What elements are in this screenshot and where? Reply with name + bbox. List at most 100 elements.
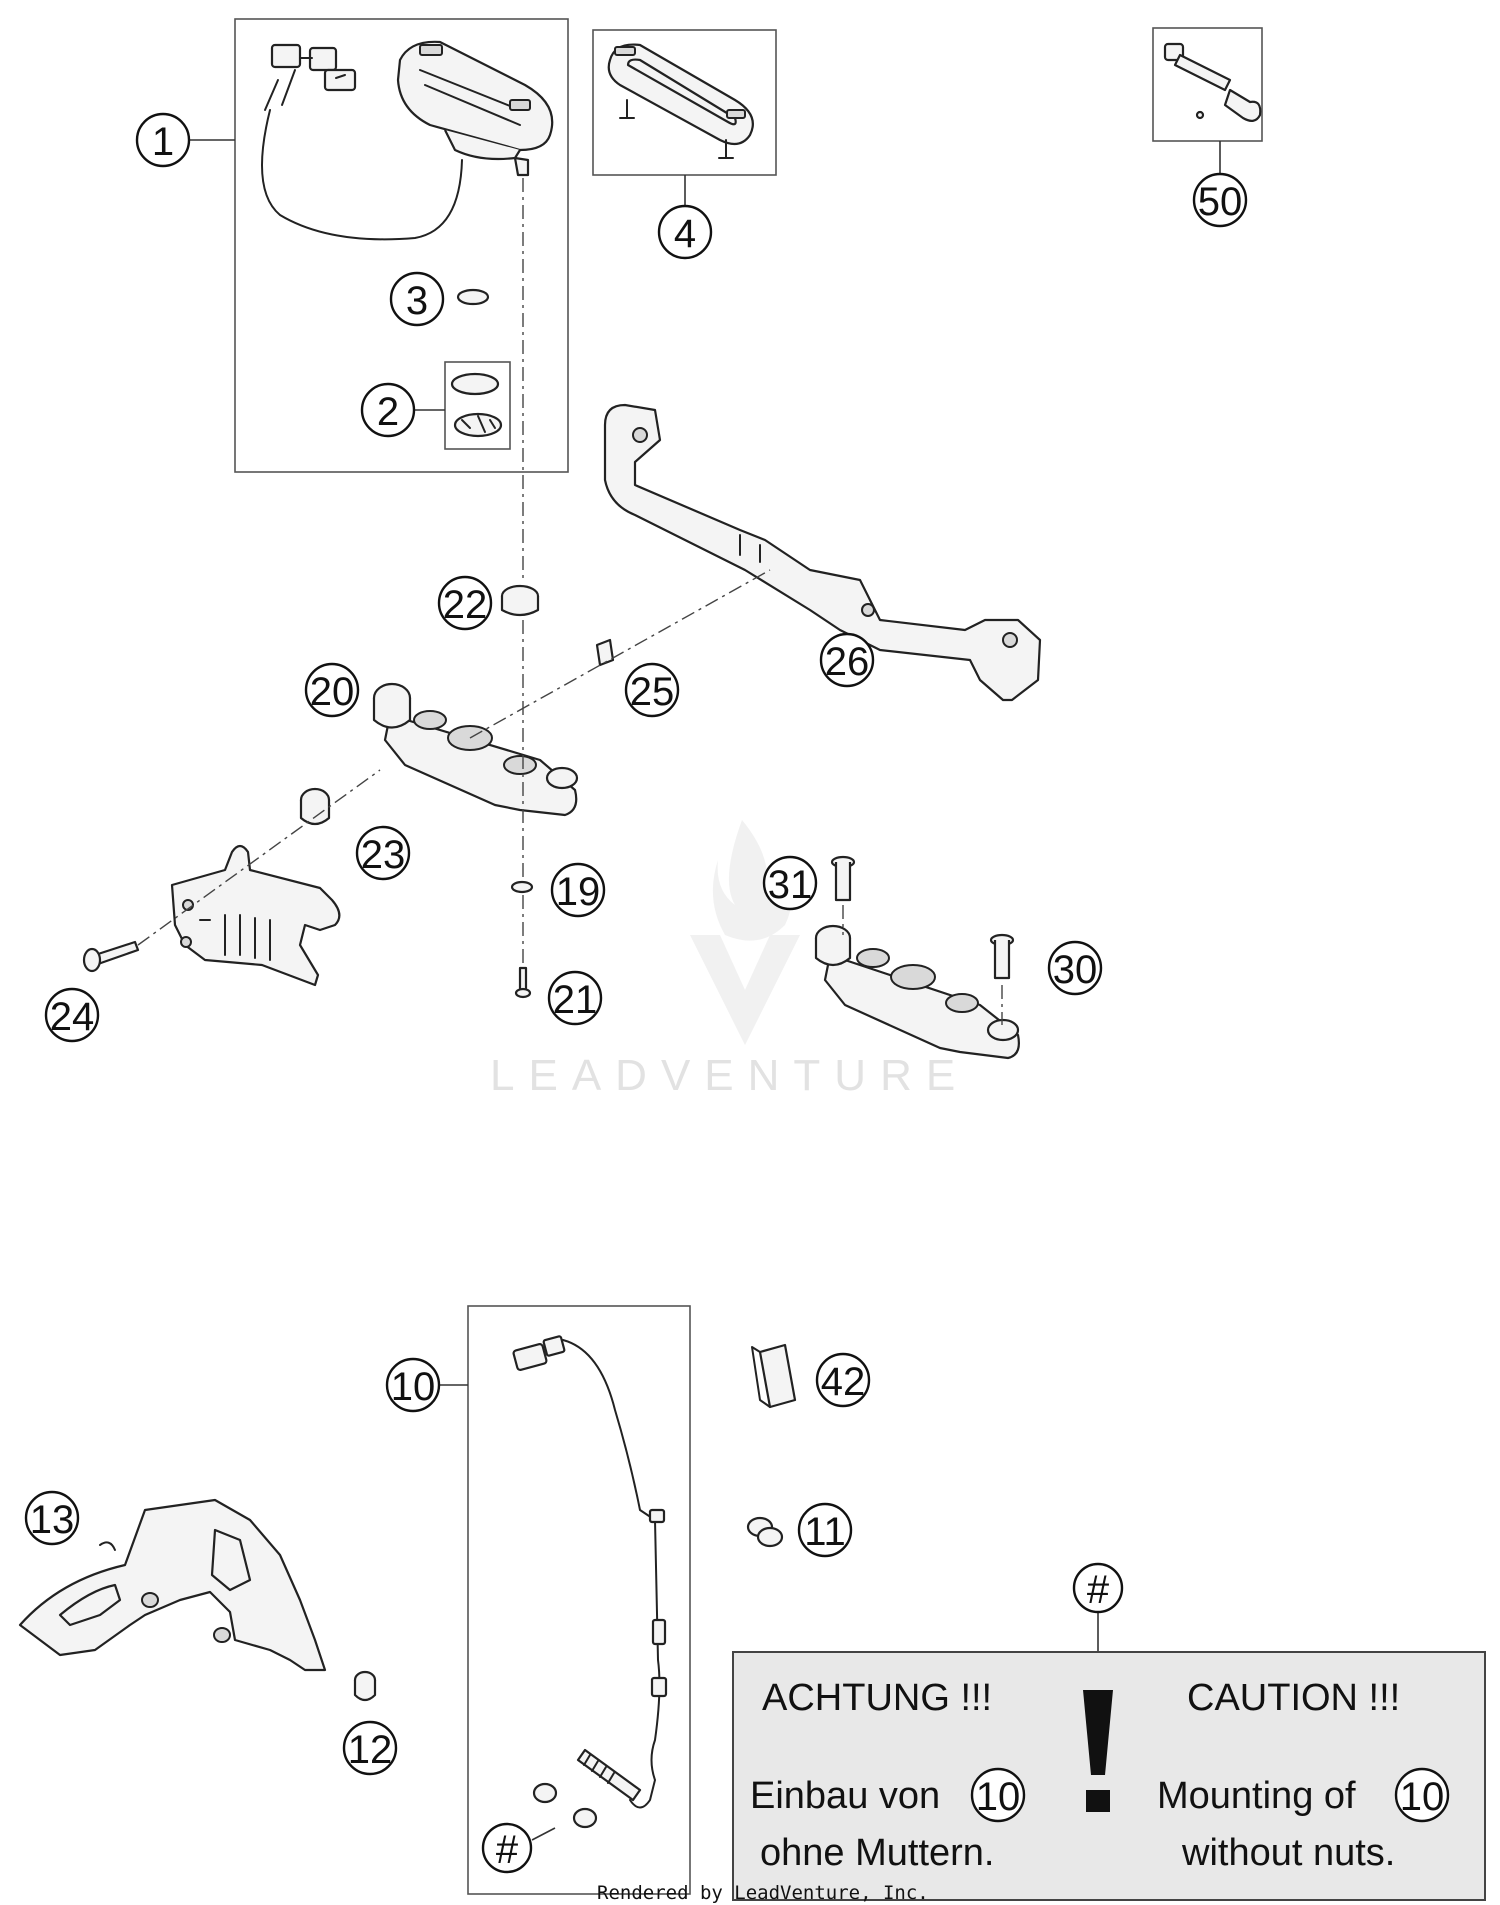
nut-pair-drawing [532, 1782, 598, 1829]
bolt-30-drawing [989, 933, 1015, 980]
callout-label: # [496, 1828, 519, 1872]
notice-ref-de: 10 [976, 1775, 1021, 1819]
callout-circle [481, 1822, 533, 1874]
callout-22: 22 [437, 575, 493, 631]
bolt-24-drawing [82, 940, 140, 973]
callout-label: 42 [821, 1360, 866, 1404]
callout-hash-top: # [1072, 1562, 1124, 1614]
callout-circle [819, 632, 875, 688]
callout-12: 12 [342, 1720, 398, 1776]
callout-label: 24 [50, 995, 95, 1039]
callout-label: 25 [630, 670, 675, 714]
callout-label: 50 [1198, 180, 1243, 224]
triple-clamp-drawing [372, 682, 579, 817]
callout-label: 13 [30, 1498, 75, 1542]
notice-line1-en: Mounting of [1157, 1775, 1356, 1817]
callout-11: 11 [797, 1502, 853, 1558]
callout-31: 31 [762, 855, 818, 911]
callout-label: 12 [348, 1728, 393, 1772]
speed-sensor-drawing [512, 1335, 668, 1809]
disc-guard-drawing [18, 1498, 327, 1672]
callout-label: 22 [443, 583, 488, 627]
notice-ref-circle-de [970, 1767, 1026, 1823]
sealing-ring-drawing [456, 288, 490, 306]
triple-clamp-lower-drawing [814, 924, 1020, 1060]
watermark-text: LEADVENTURE [490, 1051, 969, 1100]
callout-23: 23 [355, 825, 411, 881]
callout-21: 21 [547, 970, 603, 1026]
callout-label: 3 [406, 279, 428, 323]
callout-19: 19 [550, 862, 606, 918]
callout-10: 10 [385, 1357, 441, 1413]
spacer-12-drawing [353, 1670, 377, 1702]
callout-circle [360, 382, 416, 438]
callout-hash-bottom: # [481, 1822, 533, 1874]
callout-label: 21 [553, 978, 598, 1022]
part-group-box-1 [234, 18, 569, 473]
callout-26: 26 [819, 632, 875, 688]
notice-line1-de: Einbau von [750, 1775, 940, 1817]
callout-circle [135, 112, 191, 168]
bolt-31-drawing [830, 855, 856, 902]
callout-24: 24 [44, 987, 100, 1043]
speedometer-drawing [261, 40, 554, 241]
callout-3: 3 [389, 271, 445, 327]
notice-heading-de: ACHTUNG !!! [762, 1677, 992, 1719]
callout-circle [304, 662, 360, 718]
watermark-logo [690, 820, 800, 1045]
headlight-bracket-drawing [603, 403, 1042, 702]
callout-label: 1 [152, 120, 174, 164]
callout-30: 30 [1047, 940, 1103, 996]
screw-21-drawing [514, 966, 532, 999]
callout-circle [385, 1357, 441, 1413]
spacer-25-drawing [595, 638, 615, 667]
cable-holder-42-drawing [751, 1343, 797, 1409]
callout-circle [24, 1490, 80, 1546]
callout-25: 25 [624, 662, 680, 718]
callout-label: 2 [377, 390, 399, 434]
callout-label: 31 [768, 863, 813, 907]
callout-circle [44, 987, 100, 1043]
render-credit: Rendered by LeadVenture, Inc. [597, 1882, 929, 1904]
nut-22-drawing [500, 584, 540, 617]
callout-label: # [1087, 1568, 1110, 1612]
callout-circle [437, 575, 493, 631]
clip-11-drawing [746, 1516, 784, 1548]
callout-label: 23 [361, 833, 406, 877]
battery-cover-drawing [450, 372, 503, 438]
callout-circle [342, 1720, 398, 1776]
callout-circle [624, 662, 680, 718]
rubber-bush-23-drawing [299, 787, 331, 826]
callout-circle [797, 1502, 853, 1558]
assembly-line [469, 569, 771, 739]
number-plate-bracket-drawing [170, 844, 341, 987]
callout-circle [1047, 940, 1103, 996]
callout-label: 4 [674, 212, 696, 256]
callout-20: 20 [304, 662, 360, 718]
exclamation-icon [1083, 1690, 1113, 1812]
callout-label: 30 [1053, 948, 1098, 992]
part-group-box-50 [1152, 27, 1263, 142]
callout-1: 1 [135, 112, 191, 168]
callout-circle [355, 825, 411, 881]
washer-19-drawing [510, 880, 534, 894]
notice-line2-en: without nuts. [1181, 1832, 1395, 1874]
callout-circle [762, 855, 818, 911]
callout-circle [815, 1352, 871, 1408]
callout-4: 4 [657, 204, 713, 260]
callout-label: 20 [310, 670, 355, 714]
part-group-box-10 [467, 1305, 691, 1895]
callout-2: 2 [360, 382, 416, 438]
callout-circle [389, 271, 445, 327]
callout-label: 10 [391, 1365, 436, 1409]
callout-circle [550, 862, 606, 918]
assembly-line [137, 769, 381, 946]
callout-13: 13 [24, 1490, 80, 1546]
notice-line2-de: ohne Muttern. [760, 1832, 994, 1874]
callout-circle [1192, 172, 1248, 228]
notice-ref-circle-en [1394, 1767, 1450, 1823]
callout-circle [657, 204, 713, 260]
callout-label: 26 [825, 640, 870, 684]
